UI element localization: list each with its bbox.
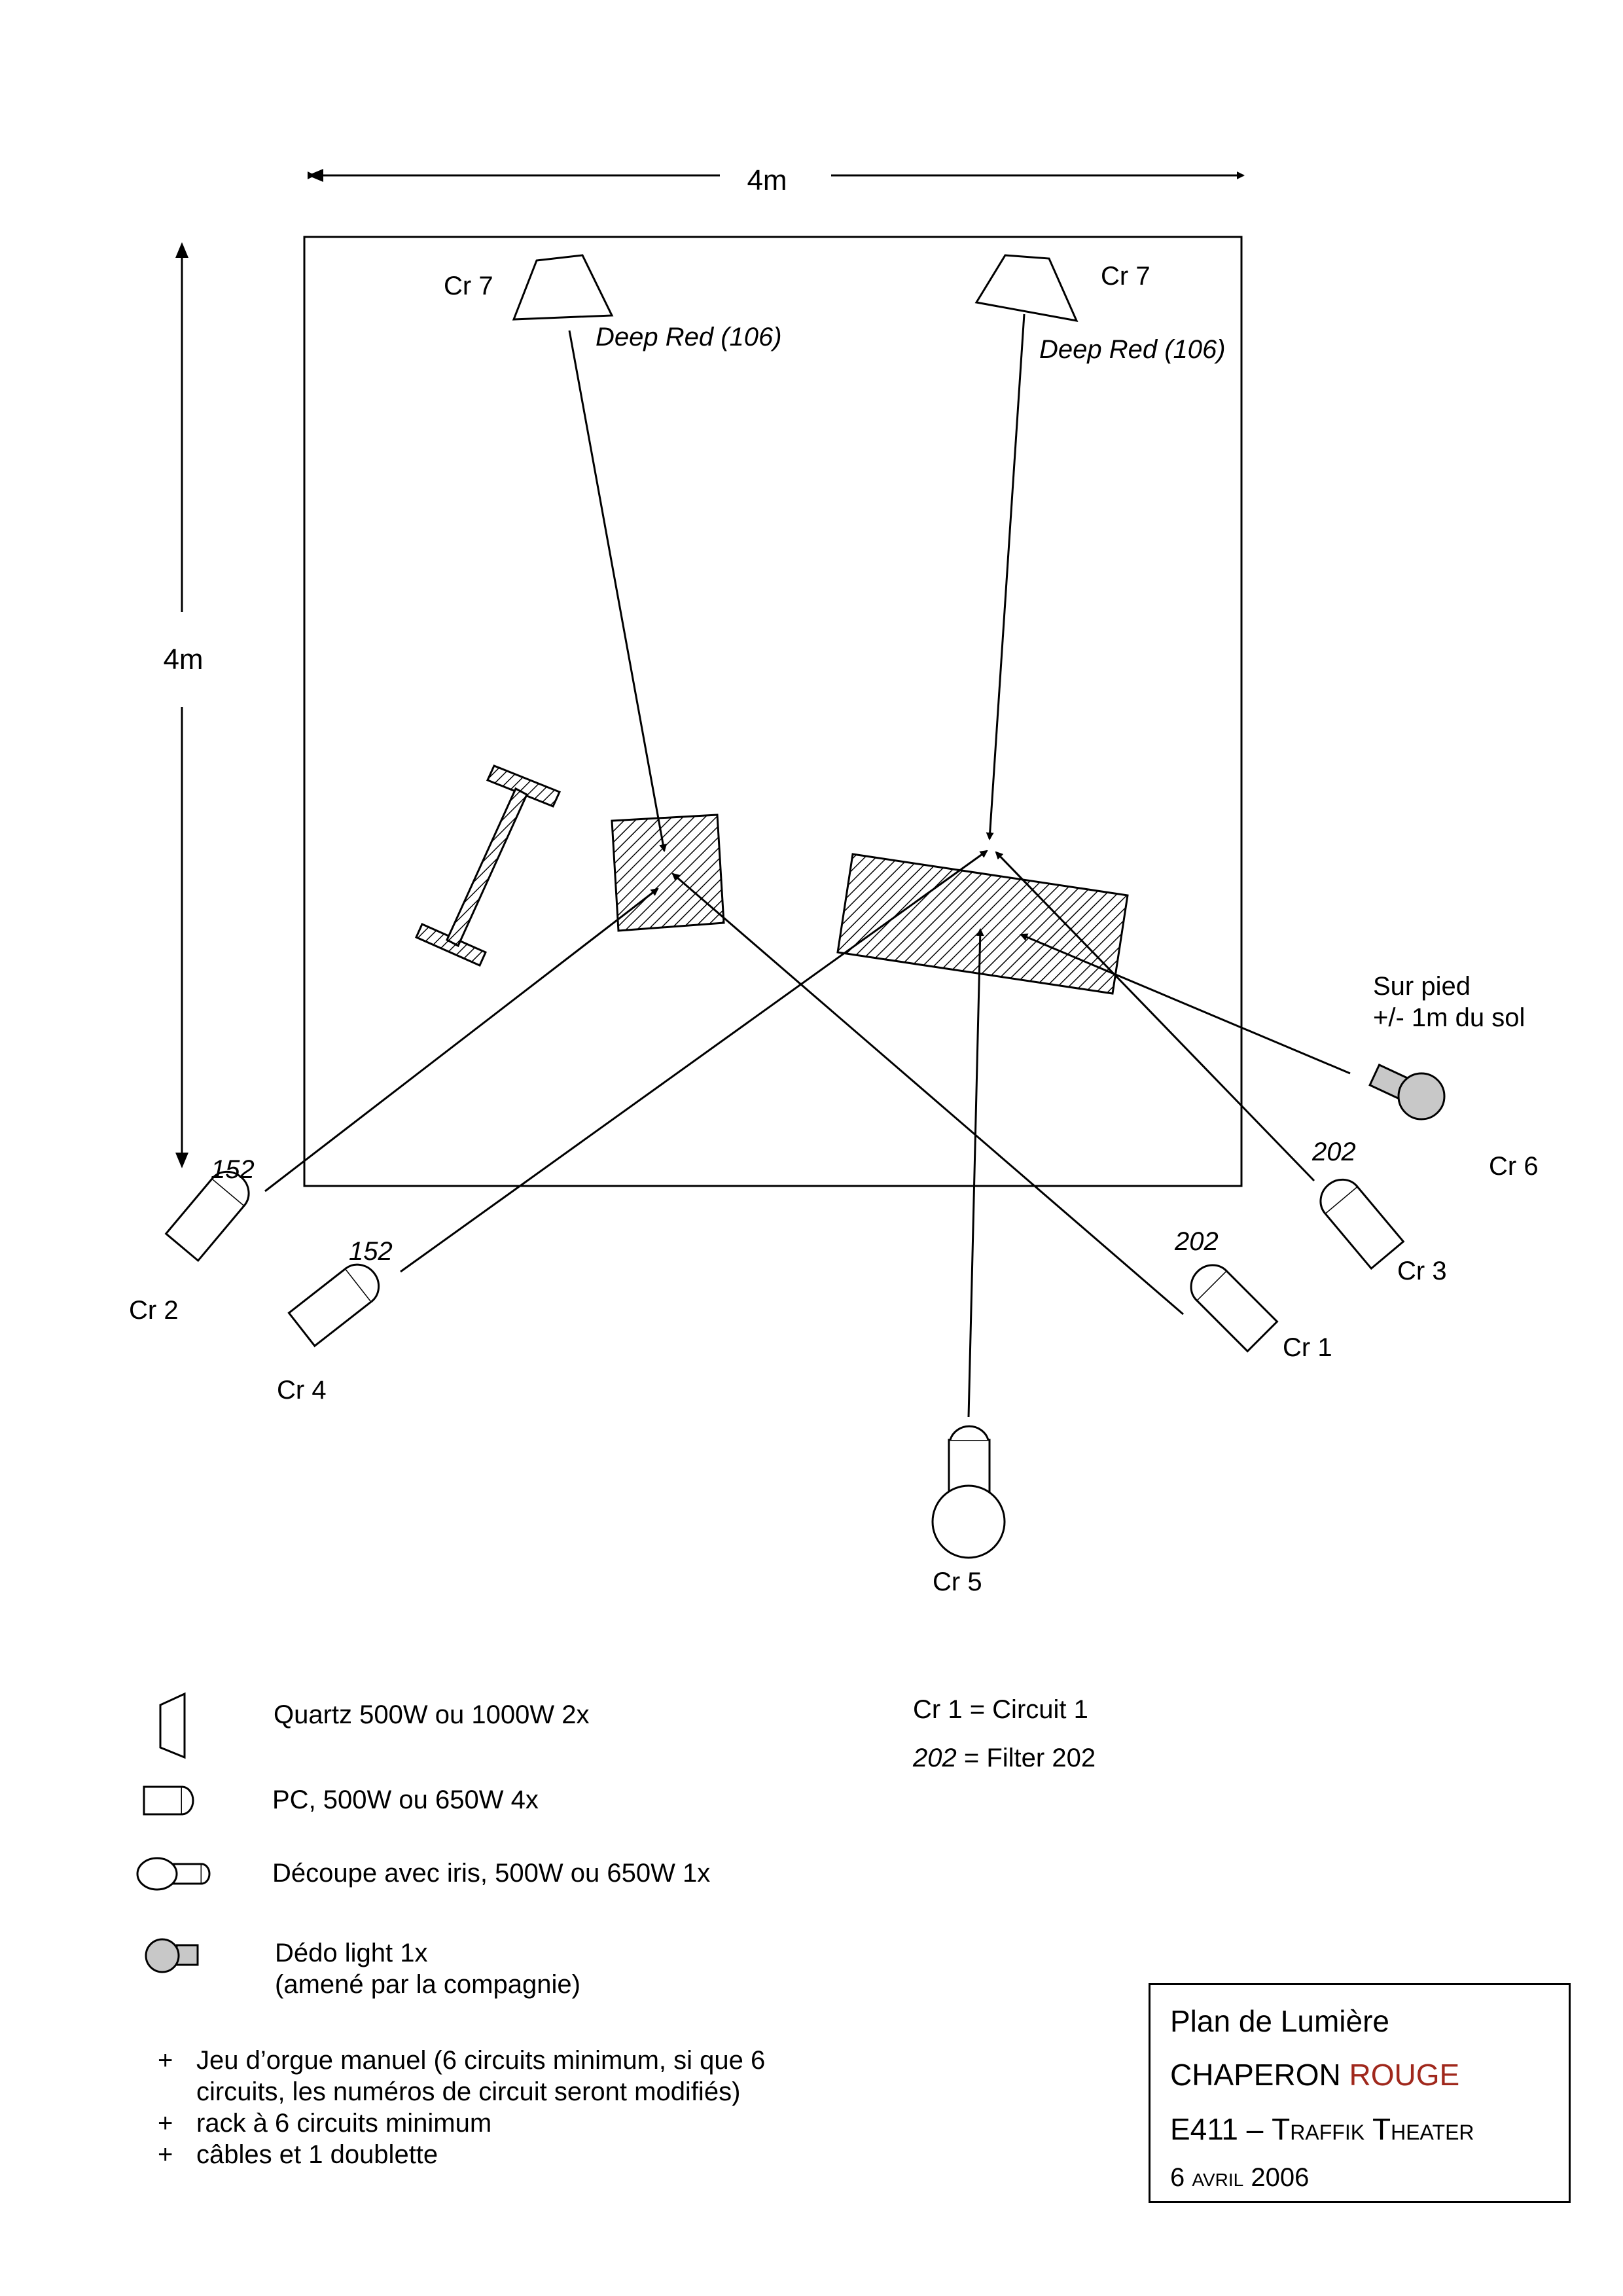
title-company: E411 – Traffik Theater [1170, 2111, 1474, 2147]
title-date: 6 avril 2006 [1170, 2163, 1309, 2193]
note-bullet: + [158, 2046, 173, 2075]
cr7-right-circuit-label: Cr 7 [1101, 262, 1150, 291]
legend-decoupe-label: Découpe avec iris, 500W ou 650W 1x [272, 1859, 711, 1888]
title-company-code: E411 – [1170, 2112, 1272, 2146]
width-dimension: 4m [308, 164, 1245, 196]
legend-dedo-label: Dédo light 1x [275, 1939, 428, 1967]
legend-pc-icon [143, 1785, 194, 1816]
cr6-circuit-label: Cr 6 [1489, 1152, 1539, 1181]
cr7-left-filter-label: Deep Red (106) [596, 323, 782, 351]
filter-key-meaning: = Filter 202 [956, 1744, 1096, 1772]
legend-quartz-label: Quartz 500W ou 1000W 2x [274, 1700, 590, 1729]
title-plan: Plan de Lumière [1170, 2004, 1389, 2038]
note-text: Jeu d’orgue manuel (6 circuits minimum, … [196, 2046, 766, 2106]
height-dimension: 4m [163, 242, 204, 1168]
cr3-filter-label: 202 [1311, 1138, 1356, 1166]
legend-dedo-note: (amené par la compagnie) [275, 1970, 580, 1999]
pc-icon-cr3 [1319, 1178, 1405, 1270]
legend-decoupe-icon [136, 1857, 211, 1891]
cr1-filter-label: 202 [1174, 1227, 1219, 1256]
set-piece-beam [415, 764, 562, 967]
circuit-key: Cr 1 = Circuit 1 [913, 1694, 1088, 1725]
filter-key-code: 202 [913, 1744, 957, 1772]
circuit-key-meaning: = Circuit 1 [962, 1695, 1088, 1724]
width-label: 4m [747, 164, 787, 196]
cr6-note-line2: +/- 1m du sol [1373, 1003, 1525, 1032]
legend-pc-label: PC, 500W ou 650W 4x [272, 1785, 539, 1814]
title-block: Plan de Lumière CHAPERON ROUGE E411 – Tr… [1149, 1983, 1571, 2203]
note-item: + Jeu d’orgue manuel (6 circuits minimum… [154, 2045, 785, 2108]
set-piece-box [611, 814, 725, 932]
note-text: câbles et 1 doublette [196, 2140, 438, 2169]
legend-quartz-icon [159, 1692, 186, 1759]
beam-cr6 [1020, 933, 1351, 1075]
cr6-note-line1: Sur pied [1373, 972, 1471, 1001]
legend-dedo-icon [145, 1938, 199, 1973]
title-show: CHAPERON ROUGE [1170, 2057, 1459, 2092]
beam-cr1 [671, 872, 1184, 1316]
note-text: rack à 6 circuits minimum [196, 2109, 492, 2138]
requirements-notes: + Jeu d’orgue manuel (6 circuits minimum… [154, 2045, 785, 2170]
cr4-circuit-label: Cr 4 [277, 1376, 327, 1405]
pc-icon-cr4 [287, 1263, 380, 1348]
beam-lines [264, 314, 1351, 1418]
cr7-right-filter-label: Deep Red (106) [1039, 335, 1226, 364]
title-company-name: Traffik Theater [1272, 2112, 1474, 2146]
decoupe-icon-cr5 [931, 1425, 1006, 1559]
quartz-icon-cr7-left [512, 254, 614, 321]
beam-cr2 [264, 888, 659, 1193]
note-bullet: + [158, 2109, 173, 2138]
title-date-year: 2006 [1243, 2163, 1310, 2192]
set-piece-platform [836, 853, 1129, 995]
beam-cr7-left [568, 330, 668, 852]
beam-cr7-right [986, 314, 1026, 840]
title-show-name: CHAPERON [1170, 2058, 1349, 2092]
note-item: + rack à 6 circuits minimum [154, 2108, 785, 2139]
cr7-left-circuit-label: Cr 7 [444, 272, 493, 300]
height-label: 4m [163, 643, 203, 675]
stage-outline [303, 236, 1243, 1187]
title-show-rouge: ROUGE [1349, 2058, 1460, 2092]
beam-cr3 [995, 851, 1315, 1182]
circuit-key-code: Cr 1 [913, 1695, 963, 1724]
note-bullet: + [158, 2140, 173, 2169]
cr3-circuit-label: Cr 3 [1397, 1257, 1447, 1285]
beam-cr4 [400, 850, 988, 1273]
pc-icon-cr1 [1190, 1264, 1279, 1353]
cr2-filter-label: 152 [211, 1155, 255, 1184]
filter-key: 202 = Filter 202 [913, 1742, 1096, 1774]
pc-icon-cr2 [164, 1170, 250, 1263]
dedo-light-icon-cr6 [1368, 1064, 1446, 1121]
title-date-month: avril [1192, 2163, 1244, 2192]
cr2-circuit-label: Cr 2 [129, 1296, 179, 1325]
beam-cr5 [967, 928, 984, 1418]
note-item: + câbles et 1 doublette [154, 2139, 785, 2170]
cr4-filter-label: 152 [349, 1237, 393, 1266]
cr1-circuit-label: Cr 1 [1283, 1333, 1332, 1362]
title-date-day: 6 [1170, 2163, 1192, 2192]
quartz-icon-cr7-right [974, 254, 1079, 322]
cr5-circuit-label: Cr 5 [933, 1568, 982, 1596]
